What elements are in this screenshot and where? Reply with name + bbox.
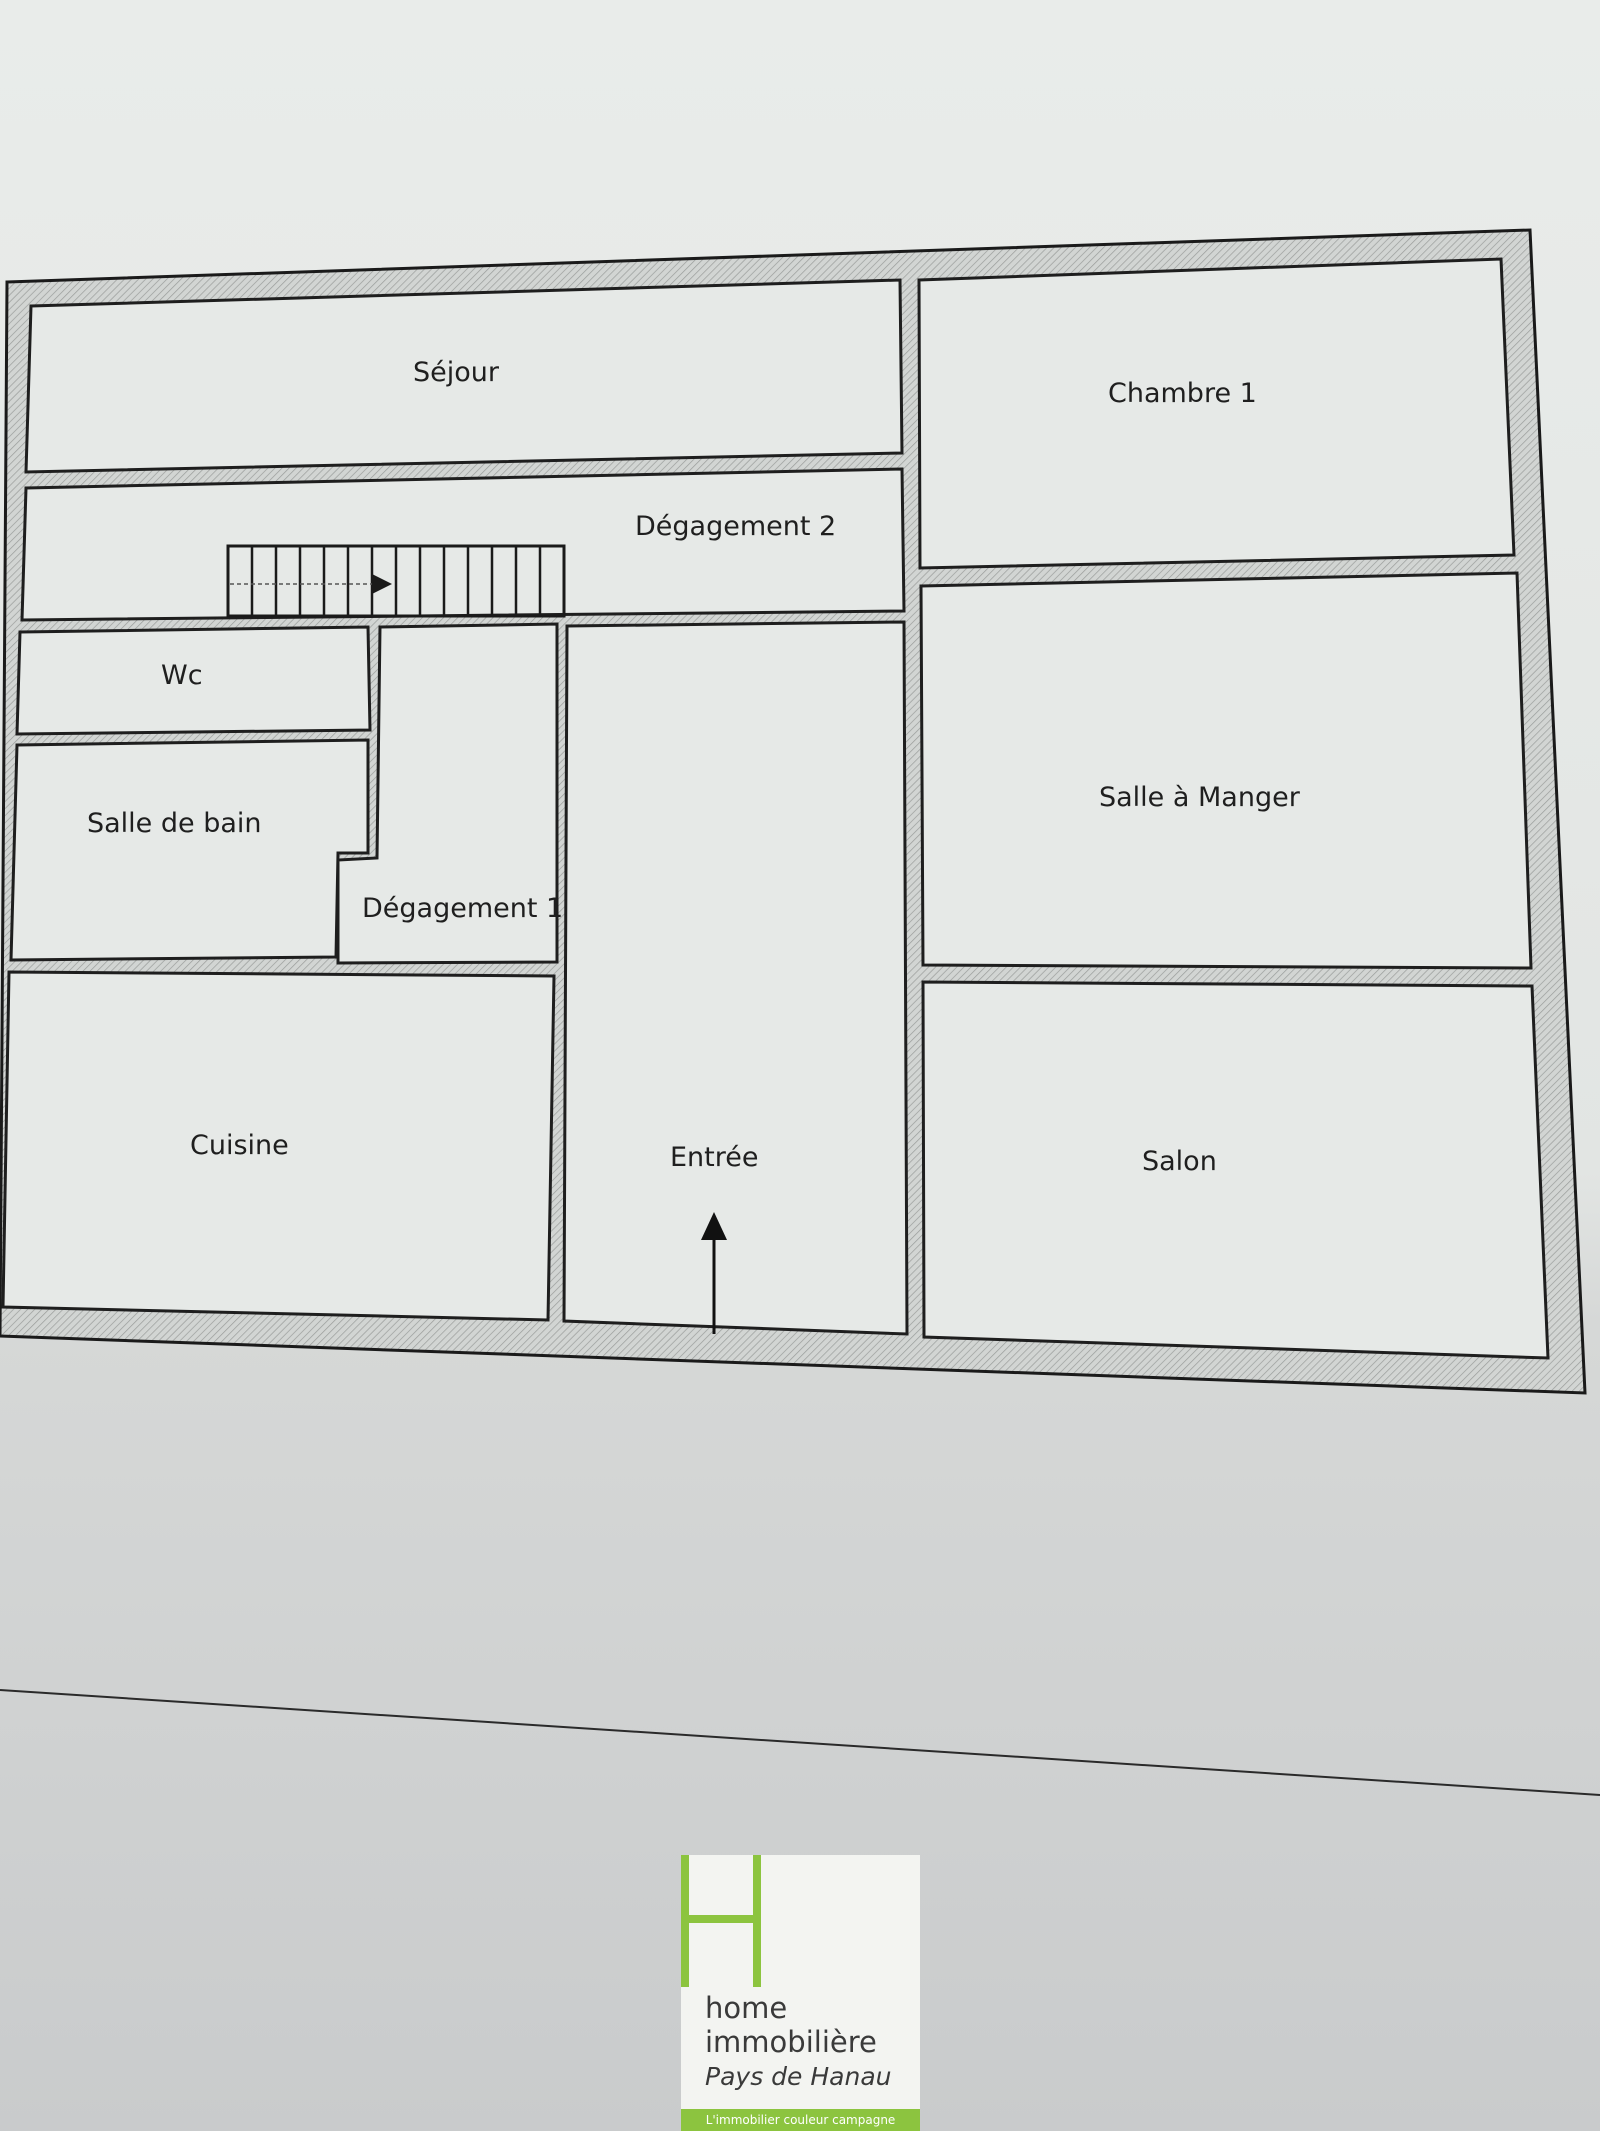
logo-text: home immobilière Pays de Hanau bbox=[705, 1991, 892, 2095]
room-entree bbox=[562, 620, 909, 1336]
logo-line-pays-de-hanau: Pays de Hanau bbox=[705, 2062, 892, 2091]
room-salon bbox=[921, 980, 1550, 1360]
label-salon: Salon bbox=[1142, 1146, 1217, 1177]
room-wc bbox=[15, 625, 372, 736]
room-cuisine bbox=[1, 970, 556, 1322]
label-degagement-1: Dégagement 1 bbox=[362, 893, 563, 924]
paper-edge-line bbox=[0, 1689, 1600, 1796]
entrance-arrowhead bbox=[701, 1212, 727, 1240]
label-wc: Wc bbox=[161, 660, 203, 691]
logo-h-mark bbox=[681, 1855, 761, 1987]
room-sejour bbox=[24, 278, 904, 474]
label-sejour: Séjour bbox=[413, 357, 500, 388]
label-entree: Entrée bbox=[670, 1142, 759, 1173]
label-salle-a-manger: Salle à Manger bbox=[1099, 782, 1301, 813]
label-cuisine: Cuisine bbox=[190, 1130, 289, 1161]
agency-logo: home immobilière Pays de Hanau L'immobil… bbox=[681, 1855, 920, 2131]
room-salle-de-bain bbox=[9, 738, 370, 962]
staircase bbox=[226, 544, 566, 618]
room-chambre-1 bbox=[917, 257, 1516, 570]
label-degagement-2: Dégagement 2 bbox=[635, 511, 836, 542]
room-salle-a-manger bbox=[919, 571, 1533, 970]
label-salle-de-bain: Salle de bain bbox=[87, 808, 262, 839]
logo-line-home: home bbox=[705, 1991, 788, 2025]
logo-line-immobiliere: immobilière bbox=[705, 2025, 877, 2059]
room-degagement-1 bbox=[336, 622, 559, 965]
label-chambre-1: Chambre 1 bbox=[1108, 378, 1257, 409]
logo-tagline: L'immobilier couleur campagne bbox=[681, 2109, 920, 2131]
